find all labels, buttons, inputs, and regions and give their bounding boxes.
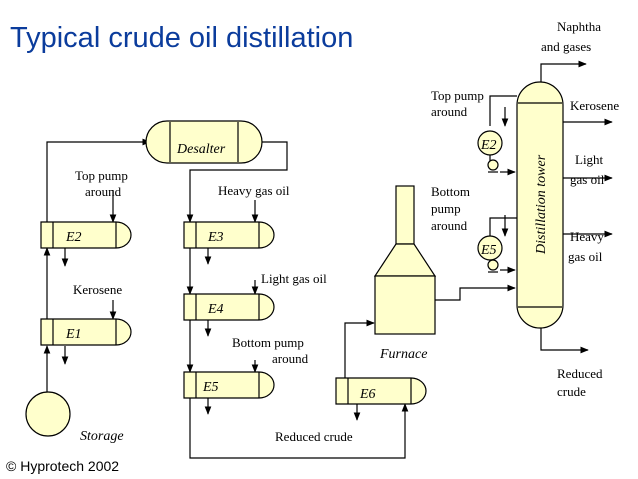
kerosene-label: Kerosene — [73, 282, 122, 297]
furnace — [373, 185, 437, 335]
pipe-e5-e6 — [189, 398, 409, 459]
tower-bottom-pump-label-2: pump — [431, 201, 461, 216]
heavy-gas-oil-label: Heavy gas oil — [218, 183, 290, 198]
naphtha-label-1: Naphtha — [557, 19, 601, 34]
heat-exchanger-e1: E1 — [40, 318, 132, 346]
tower-exchanger-e2: E2 — [477, 130, 503, 156]
product-reduced-crude-line — [540, 326, 589, 354]
tower-bottom-pump-label-1: Bottom — [431, 184, 470, 199]
lgo-product-label-1: Light — [575, 152, 604, 167]
bottom-pump-around-label-2: around — [272, 351, 309, 366]
page-title: Typical crude oil distillation — [10, 22, 353, 54]
light-gas-oil-label: Light gas oil — [261, 271, 327, 286]
tower-e5-label: E5 — [480, 243, 497, 258]
desalter-vessel: Desalter — [145, 120, 263, 164]
pipe-e2-desalter — [46, 138, 151, 222]
piping — [43, 60, 613, 459]
e6-label: E6 — [359, 387, 376, 402]
pipe-furnace-tower — [435, 284, 516, 301]
top-pump-around-label-2: around — [85, 184, 122, 199]
furnace-label: Furnace — [379, 347, 427, 362]
hgo-product-label-2: gas oil — [568, 249, 603, 264]
e3-label: E3 — [207, 230, 224, 245]
storage-tank — [25, 391, 71, 437]
copyright-notice: © Hyprotech 2002 — [6, 458, 119, 474]
top-pump-icon — [487, 159, 499, 173]
heat-exchanger-e2: E2 — [40, 221, 132, 249]
e2-label: E2 — [65, 230, 82, 245]
heat-exchanger-e5: E5 — [183, 371, 275, 399]
tower-top-pump-label-1: Top pump — [431, 88, 484, 103]
bottom-pump-icon — [487, 259, 499, 273]
heat-exchanger-e4: E4 — [183, 293, 275, 321]
naphtha-label-2: and gases — [541, 39, 591, 54]
e5-label: E5 — [202, 380, 219, 395]
kerosene-product-label: Kerosene — [570, 98, 619, 113]
bottom-pump-around-label-1: Bottom pump — [232, 335, 304, 350]
lgo-product-label-2: gas oil — [570, 172, 605, 187]
storage-label: Storage — [80, 429, 124, 444]
hgo-product-label-1: Heavy — [570, 229, 604, 244]
distillation-tower: Distillation tower — [516, 81, 564, 329]
top-pump-loop-in — [489, 95, 517, 126]
tower-bottom-pump-label-3: around — [431, 218, 468, 233]
heat-exchanger-e3: E3 — [183, 221, 275, 249]
e1-label: E1 — [65, 327, 82, 342]
pipe-e6-furnace — [344, 319, 375, 384]
reduced-crude-product-label-2: crude — [557, 384, 586, 399]
product-naphtha-line — [540, 60, 587, 82]
tower-e2-label: E2 — [480, 138, 497, 153]
pipe-desalter-e3 — [186, 141, 288, 223]
desalter-label: Desalter — [176, 142, 226, 157]
e4-label: E4 — [207, 302, 224, 317]
heat-exchanger-e6: E6 — [335, 377, 427, 405]
tower-top-pump-label-2: around — [431, 104, 468, 119]
reduced-crude-label: Reduced crude — [275, 429, 353, 444]
reduced-crude-product-label-1: Reduced — [557, 366, 603, 381]
tower-exchanger-e5: E5 — [477, 235, 503, 261]
bottom-pump-loop-in — [489, 217, 517, 236]
top-pump-around-label-1: Top pump — [75, 168, 128, 183]
tower-label: Distillation tower — [534, 154, 549, 255]
